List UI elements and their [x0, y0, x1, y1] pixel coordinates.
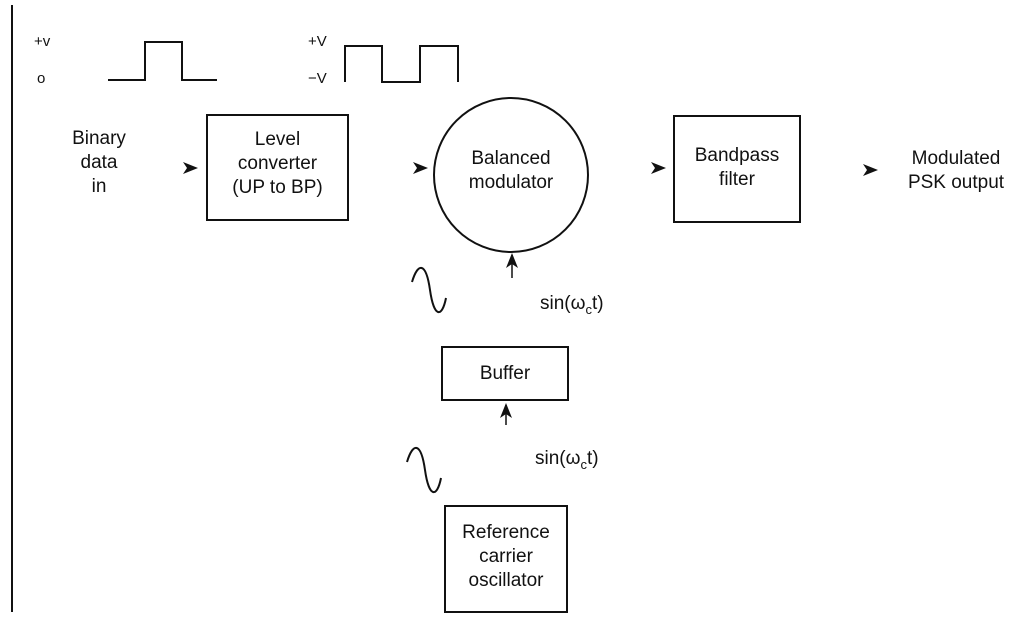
- bandpass-filter-block: Bandpass filter: [673, 115, 801, 223]
- carrier-subscript: c: [585, 301, 592, 317]
- input-label: Binary data in: [55, 127, 143, 199]
- balanced-modulator-circle: [433, 97, 589, 253]
- block-label-line: converter: [237, 153, 318, 174]
- arrow-into-level-converter: [183, 162, 198, 174]
- output-label-line: Modulated: [911, 148, 1001, 169]
- reference-oscillator-block: Reference carrier oscillator: [444, 505, 568, 613]
- bipolar-low-label: −V: [308, 70, 327, 87]
- sine-wave-icon: [411, 267, 447, 313]
- level-converter-block: Level converter (UP to BP): [206, 114, 349, 221]
- carrier-prefix: sin(ω: [535, 448, 581, 469]
- carrier-prefix: sin(ω: [540, 293, 586, 314]
- block-label-line: filter: [719, 169, 755, 190]
- carrier-suffix: t): [586, 448, 599, 469]
- sine-wave-icon: [406, 447, 442, 493]
- block-label-line: Bandpass: [694, 145, 780, 166]
- block-label-line: carrier: [479, 546, 533, 567]
- carrier-signal-label: sin(ωct): [540, 292, 604, 322]
- carrier-signal-label: sin(ωct): [535, 447, 599, 477]
- block-label-line: Balanced: [471, 148, 551, 169]
- arrow-into-modulator: [413, 162, 428, 174]
- carrier-suffix: t): [591, 293, 604, 314]
- arrow-into-bandpass-filter: [651, 162, 666, 174]
- block-label-line: oscillator: [468, 570, 544, 591]
- block-label-line: Buffer: [479, 363, 531, 384]
- arrow-to-output: [863, 164, 878, 176]
- buffer-block: Buffer: [441, 346, 569, 401]
- arrow-into-modulator-from-carrier: [506, 253, 518, 278]
- bipolar-high-label: +V: [308, 33, 327, 50]
- block-label-line: modulator: [468, 172, 554, 193]
- unipolar-high-label: +v: [34, 33, 51, 50]
- bipolar-waveform: [344, 45, 459, 83]
- output-label-line: PSK output: [907, 172, 1005, 193]
- arrow-into-buffer: [500, 403, 512, 425]
- block-label-line: Level: [254, 129, 301, 150]
- unipolar-waveform: [108, 41, 217, 81]
- balanced-modulator-label: Balanced modulator: [436, 147, 586, 195]
- output-label: Modulated PSK output: [890, 147, 1022, 195]
- carrier-subscript: c: [580, 456, 587, 472]
- input-label-line: in: [91, 176, 107, 197]
- input-label-line: Binary: [72, 128, 126, 149]
- input-label-line: data: [80, 152, 118, 173]
- block-label-line: (UP to BP): [232, 177, 323, 198]
- unipolar-low-label: o: [37, 70, 46, 87]
- block-label-line: Reference: [462, 522, 550, 543]
